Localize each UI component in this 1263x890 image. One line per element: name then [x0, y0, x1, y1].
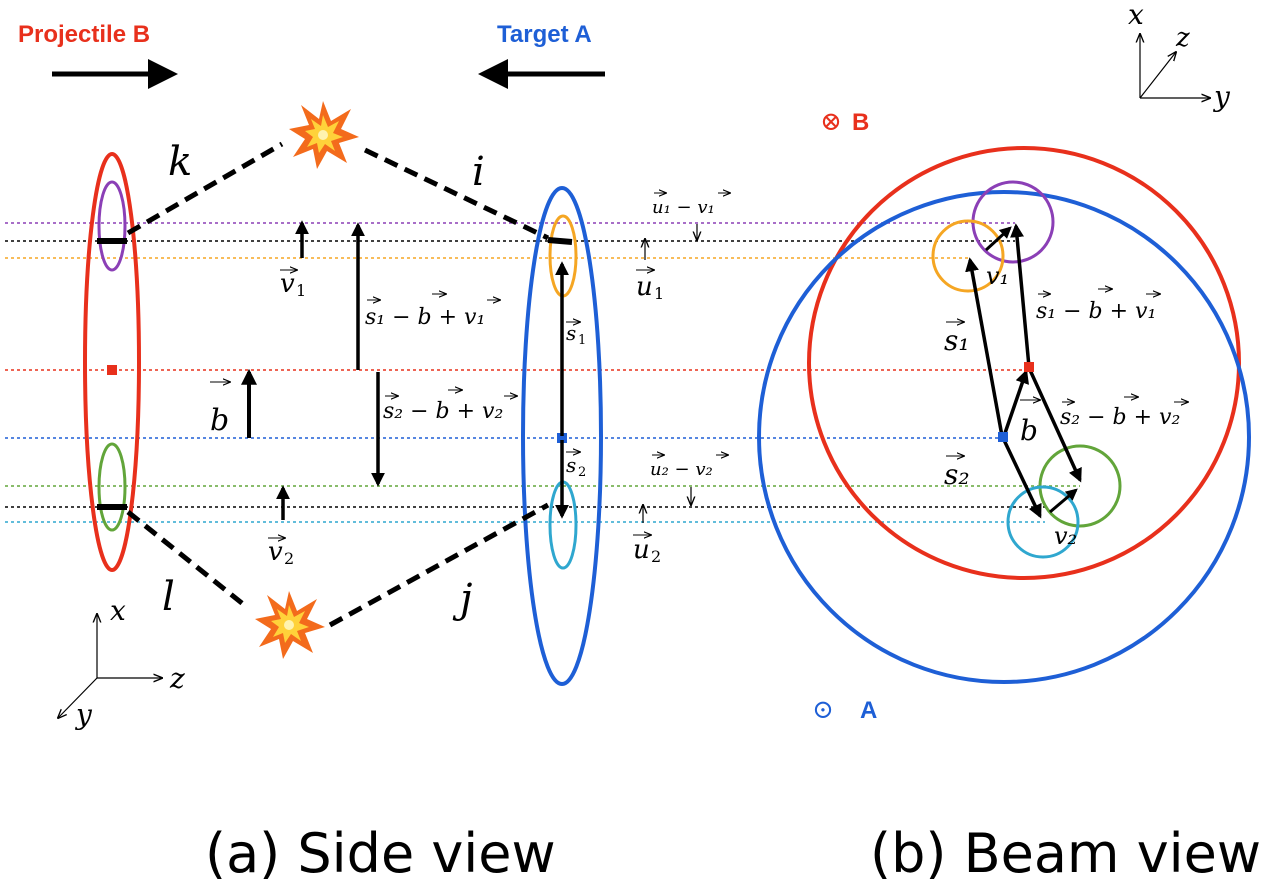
svg-text:B: B [852, 109, 869, 136]
svg-text:b: b [210, 403, 229, 438]
svg-text:2: 2 [284, 549, 294, 568]
projectile-nucleon-green [97, 442, 127, 532]
target-parton-bar-upper [547, 237, 573, 245]
axes-side: x z y [58, 594, 185, 731]
label-s1-side: s 1 [566, 321, 586, 348]
target-nucleus-beam [757, 190, 1251, 684]
collision-burst-upper-icon [289, 101, 359, 169]
svg-text:s: s [566, 453, 576, 477]
svg-text:A: A [860, 697, 877, 724]
svg-text:y: y [74, 698, 93, 731]
nucleon-orange-beam [931, 219, 1005, 293]
caption-beam-view: (b) Beam view [870, 822, 1261, 885]
s2-b-v2-vector-beam [1028, 369, 1082, 483]
svg-text:s: s [566, 321, 576, 345]
svg-text:2: 2 [578, 465, 586, 480]
svg-text:s₂: s₂ [944, 458, 970, 491]
label-v2-side: v 2 [268, 537, 294, 568]
svg-text:s₁ − b + v₁: s₁ − b + v₁ [1036, 299, 1156, 324]
svg-text:x: x [1128, 0, 1144, 31]
b-vector-beam [1002, 369, 1029, 437]
label-s2-b-v2-side: s₂ − b + v₂ [383, 390, 517, 424]
scattering-legs [126, 141, 550, 628]
label-u2-v2-side: u₂ − v₂ [650, 455, 728, 480]
target-header: Target A [497, 21, 592, 48]
nucleon-cyan-beam [1006, 485, 1080, 559]
svg-text:u: u [633, 535, 650, 565]
svg-text:s₁ − b + v₁: s₁ − b + v₁ [365, 305, 485, 330]
label-b-beam: b [1020, 400, 1040, 447]
projectile-center-marker [107, 365, 117, 375]
label-s2-side: s 2 [566, 452, 586, 480]
target-center-marker [557, 433, 567, 443]
axes-beam: x y z [1128, 0, 1231, 113]
label-u1-side: u 1 [636, 270, 664, 303]
label-v1-side: v 1 [280, 269, 306, 300]
svg-text:v: v [268, 537, 283, 567]
leg-label-l: l [162, 574, 175, 620]
svg-text:s₁: s₁ [944, 324, 970, 357]
leg-label-j: j [452, 576, 472, 622]
s1-vector-beam [965, 257, 1004, 437]
label-u2-side: u 2 [633, 535, 661, 566]
projectile-center-beam [1024, 362, 1034, 372]
svg-text:⊙: ⊙ [812, 695, 834, 725]
svg-text:x: x [110, 594, 126, 627]
leg-label-k: k [168, 139, 192, 185]
v1-vector-beam [984, 226, 1012, 252]
svg-text:s₂ − b + v₂: s₂ − b + v₂ [383, 399, 503, 424]
svg-text:v₂: v₂ [1054, 522, 1077, 550]
svg-text:s₂ − b + v₂: s₂ − b + v₂ [1060, 405, 1180, 430]
svg-text:2: 2 [651, 547, 661, 566]
svg-text:1: 1 [296, 281, 306, 300]
target-center-beam [998, 432, 1008, 442]
label-b-side: b [210, 382, 230, 438]
projectile-nucleon-purple [97, 180, 127, 272]
label-s2-beam: s₂ [944, 456, 970, 491]
label-s2-b-v2-beam: s₂ − b + v₂ [1060, 397, 1188, 430]
s1-b-v1-vector-beam [1010, 223, 1031, 368]
svg-text:1: 1 [654, 284, 664, 303]
svg-text:v: v [280, 269, 295, 299]
svg-text:z: z [1175, 23, 1190, 53]
projectile-nucleus-side [83, 152, 141, 572]
label-u1-v1-side: u₁ − v₁ [652, 193, 730, 218]
label-s1-b-v1-beam: s₁ − b + v₁ [1036, 289, 1160, 324]
svg-text:z: z [169, 662, 185, 695]
v2-vector-beam [1049, 488, 1078, 514]
svg-text:⊗: ⊗ [820, 107, 842, 137]
svg-text:1: 1 [578, 333, 586, 348]
svg-text:u₂ − v₂: u₂ − v₂ [650, 459, 713, 480]
label-s1-b-v1-side: s₁ − b + v₁ [365, 294, 500, 330]
projectile-header: Projectile B [18, 21, 150, 48]
leg-label-i: i [472, 149, 485, 195]
svg-text:u: u [636, 272, 653, 302]
reference-lines [5, 222, 1080, 523]
collision-burst-lower-icon [255, 591, 325, 659]
label-v2-beam: v₂ [1054, 522, 1077, 550]
s2-vector-beam [1002, 439, 1042, 519]
label-s1-beam: s₁ [944, 322, 970, 357]
svg-text:u₁ − v₁: u₁ − v₁ [652, 197, 715, 218]
beam-marker-a: ⊙ A [812, 695, 877, 725]
svg-text:v₁: v₁ [986, 262, 1009, 290]
svg-text:y: y [1212, 80, 1231, 113]
label-v1-beam: v₁ [986, 262, 1009, 290]
target-nucleus-side [521, 186, 603, 686]
caption-side-view: (a) Side view [205, 822, 556, 885]
beam-marker-b: ⊗ B [820, 107, 869, 137]
svg-text:b: b [1020, 414, 1038, 447]
